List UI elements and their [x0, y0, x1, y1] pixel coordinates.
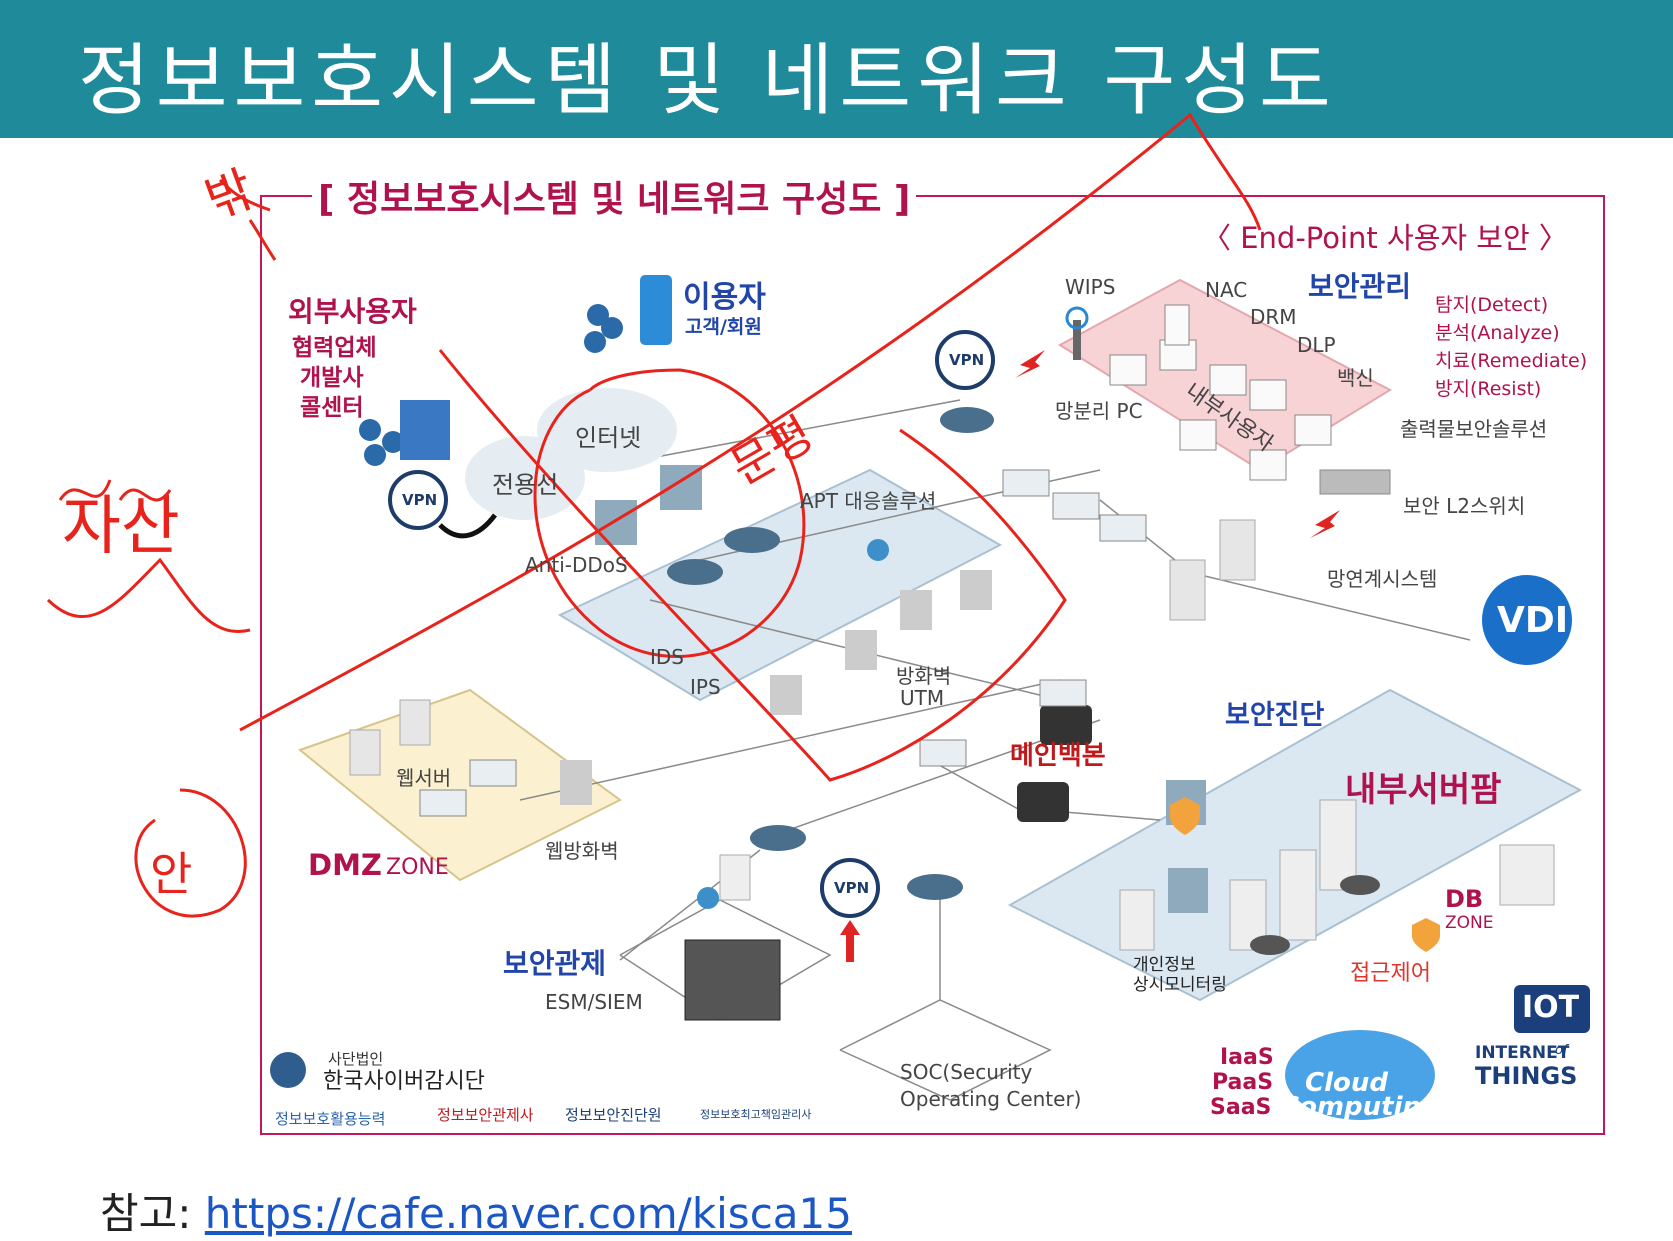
soc-center-line1: SOC(Security: [900, 1060, 1032, 1084]
anti-ddos-label: Anti-DDoS: [525, 553, 628, 577]
annotation-inside: 안: [150, 838, 192, 904]
reference-label: 참고:: [100, 1189, 191, 1238]
vpn-label-soc: VPN: [834, 879, 869, 897]
iot-line2: THINGS: [1475, 1062, 1577, 1090]
soc-title: 보안관제: [503, 942, 606, 982]
diagnosis-label: 보안진단: [1225, 693, 1324, 732]
dmz-zone-title: DMZ: [308, 848, 382, 882]
network-link-system-label: 망연계시스템: [1327, 563, 1437, 592]
web-server-label: 웹서버: [396, 762, 451, 791]
db-zone-label: ZONE: [1445, 913, 1494, 933]
ids-label: IDS: [650, 645, 684, 669]
utm-label: UTM: [900, 686, 944, 710]
dmz-zone-suffix: ZONE: [386, 855, 449, 880]
cert-logo-3: 정보보안진단원: [565, 1104, 662, 1125]
cloud-paas: PaaS: [1212, 1070, 1273, 1095]
endpoint-title: 〈 End-Point 사용자 보안 〉: [1202, 215, 1568, 257]
iot-badge-label: IOT: [1522, 990, 1579, 1025]
server-farm-label: 내부서버팜: [1345, 762, 1501, 811]
access-control-label: 접근제어: [1350, 955, 1431, 987]
external-user-1: 협력업체: [292, 328, 377, 362]
main-backbone-label: 메인백본: [1010, 735, 1106, 772]
dedicated-line-label: 전용선: [492, 465, 558, 500]
cert-logo-2: 정보보안관제사: [437, 1104, 534, 1125]
vdi-label: VDI: [1497, 600, 1568, 641]
l2-switch-label: 보안 L2스위치: [1403, 490, 1525, 519]
cloud-saas: SaaS: [1210, 1095, 1271, 1120]
annotation-asset: 자산: [62, 475, 180, 567]
wips-label: WIPS: [1065, 275, 1115, 299]
dlp-label: DLP: [1297, 333, 1336, 357]
external-user-3: 콜센터: [300, 388, 363, 422]
privacy-monitor-line2: 상시모니터링: [1133, 970, 1227, 995]
shield-icon-2: [1412, 918, 1440, 952]
process-remediate: 치료(Remediate): [1435, 346, 1587, 373]
vpn-label-mgmt: VPN: [949, 351, 984, 369]
users-title: 이용자: [683, 272, 766, 316]
cert-logo-1: 정보보호활용능력: [275, 1108, 385, 1129]
users-subtitle: 고객/회원: [685, 312, 762, 339]
cloud-iaas: IaaS: [1220, 1045, 1274, 1070]
nac-label: NAC: [1205, 278, 1247, 302]
cloud-logo-line2: Computing: [1280, 1092, 1440, 1122]
process-resist: 방지(Resist): [1435, 374, 1541, 401]
process-detect: 탐지(Detect): [1435, 290, 1548, 317]
internet-label: 인터넷: [575, 418, 641, 453]
diagram-title: [ 정보보호시스템 및 네트워크 구성도 ]: [312, 170, 916, 222]
separated-pc-label: 망분리 PC: [1055, 395, 1143, 424]
firewall-label: 방화벽: [896, 660, 951, 689]
org-emblem: [270, 1052, 306, 1088]
db-label: DB: [1445, 885, 1483, 913]
vaccine-label: 백신: [1337, 362, 1374, 391]
ips-label: IPS: [690, 675, 721, 699]
apt-label: APT 대응솔루션: [800, 485, 936, 514]
iot-of: of: [1555, 1043, 1568, 1058]
soc-center-line2: Operating Center): [900, 1087, 1081, 1111]
web-firewall-label: 웹방화벽: [545, 835, 619, 864]
external-user-2: 개발사: [300, 358, 363, 392]
vpn-label-external: VPN: [402, 491, 437, 509]
reference-line: 참고: https://cafe.naver.com/kisca15: [100, 1180, 852, 1241]
cert-logo-4: 정보보호최고책임관리사: [700, 1106, 811, 1122]
process-analyze: 분석(Analyze): [1435, 318, 1560, 345]
security-mgmt-title: 보안관리: [1308, 265, 1411, 305]
external-users-title: 외부사용자: [288, 290, 417, 330]
print-security-label: 출력물보안솔루션: [1400, 413, 1547, 442]
esm-siem-label: ESM/SIEM: [545, 990, 643, 1014]
drm-label: DRM: [1250, 305, 1297, 329]
reference-link[interactable]: https://cafe.naver.com/kisca15: [205, 1189, 852, 1238]
org-name: 한국사이버감시단: [323, 1063, 485, 1095]
